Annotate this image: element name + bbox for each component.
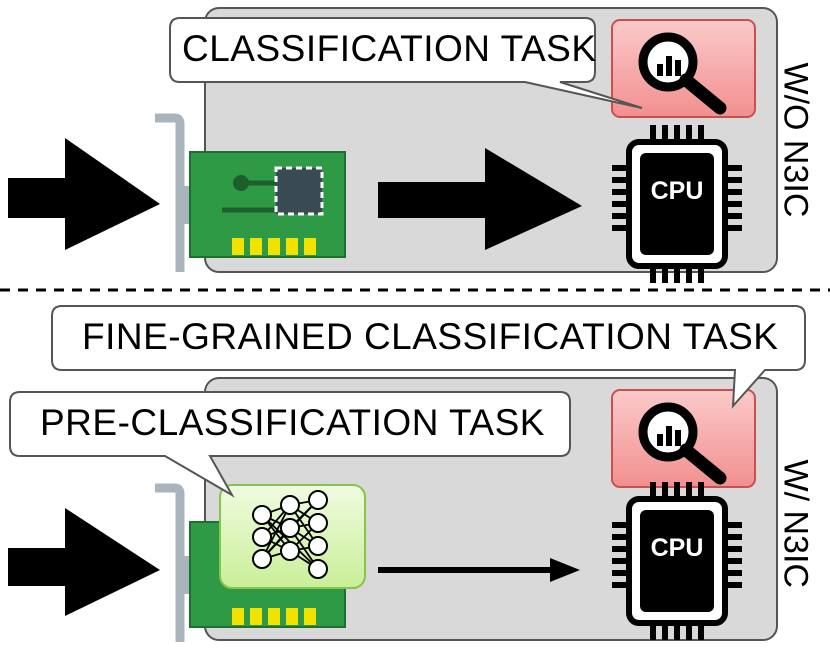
magnifier-chart-icon <box>611 389 756 488</box>
neural-network-icon <box>219 484 366 589</box>
nic-card-icon <box>155 113 346 272</box>
bottom-panel <box>8 305 806 642</box>
callout-classification-task: CLASSIFICATION TASK <box>182 28 597 69</box>
top-panel <box>8 7 778 283</box>
magnifier-chart-icon <box>611 19 756 118</box>
callout-bubble-top <box>169 17 643 109</box>
callout-bubble-fine <box>51 305 806 409</box>
arrow-right-icon <box>378 558 580 582</box>
callout-bubble-pre <box>9 391 571 498</box>
callout-fine-grained-classification-task: FINE-GRAINED CLASSIFICATION TASK <box>82 316 779 357</box>
cpu-label-top: CPU <box>650 177 704 205</box>
arrow-right-icon <box>8 138 160 250</box>
cpu-label-bottom: CPU <box>650 534 704 562</box>
callout-pre-classification-task: PRE-CLASSIFICATION TASK <box>40 402 545 443</box>
cpu-chip-icon <box>612 125 742 283</box>
arrow-right-icon <box>8 508 160 616</box>
cpu-chip-icon <box>612 482 742 640</box>
side-label-without-n3ic: W/O N3IC <box>776 62 815 218</box>
arrow-right-icon <box>378 148 582 250</box>
side-label-with-n3ic: W/ N3IC <box>776 459 815 588</box>
